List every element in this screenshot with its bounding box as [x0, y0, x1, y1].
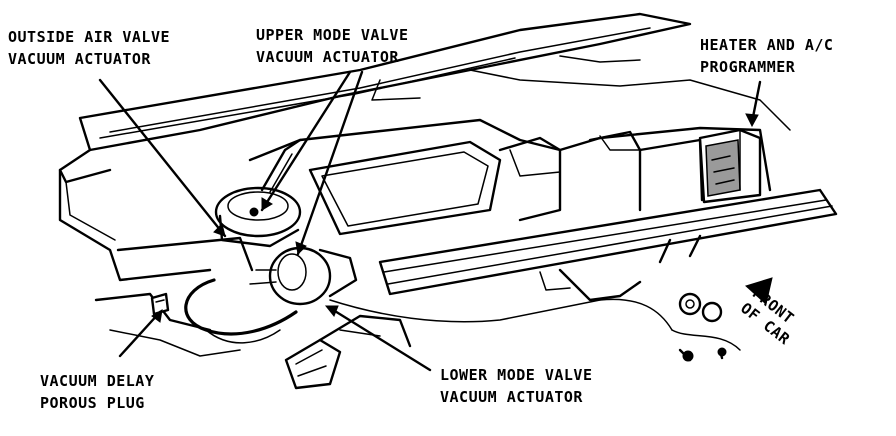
vacuum-hoses: [184, 278, 741, 362]
front-arrow-icon: [745, 277, 773, 305]
lower-mode-label-line2: VACUUM ACTUATOR: [440, 388, 583, 406]
leader-arrows: [98, 70, 762, 372]
heater-label-line2: PROGRAMMER: [700, 58, 796, 76]
heater-ac-programmer: [698, 128, 762, 204]
outside-air-actuator-label: OUTSIDE AIR VALVE VACUUM ACTUATOR: [8, 26, 170, 70]
outside-air-label-line1: OUTSIDE AIR VALVE: [8, 28, 171, 46]
delay-label-line2: POROUS PLUG: [40, 394, 145, 412]
dash-left-structure: [58, 168, 254, 357]
vacuum-delay-label: VACUUM DELAY POROUS PLUG: [40, 370, 154, 414]
porous-plug: [150, 292, 170, 316]
lower-duct-outlet: [284, 314, 412, 390]
lower-mode-actuator-label: LOWER MODE VALVE VACUUM ACTUATOR: [440, 364, 593, 408]
outside-air-label-line2: VACUUM ACTUATOR: [8, 50, 151, 68]
upper-mode-actuator: [214, 138, 302, 248]
cross-duct: [378, 188, 838, 302]
upper-mode-actuator-label: UPPER MODE VALVE VACUUM ACTUATOR: [256, 24, 409, 68]
heater-label-line1: HEATER AND A/C: [700, 36, 834, 54]
upper-mode-label-line2: VACUUM ACTUATOR: [256, 48, 399, 66]
lower-mode-label-line1: LOWER MODE VALVE: [440, 366, 593, 384]
delay-label-line1: VACUUM DELAY: [40, 372, 155, 390]
outside-air-actuator: [249, 246, 358, 306]
upper-mode-label-line1: UPPER MODE VALVE: [256, 26, 409, 44]
heater-programmer-label: HEATER AND A/C PROGRAMMER: [700, 34, 833, 78]
